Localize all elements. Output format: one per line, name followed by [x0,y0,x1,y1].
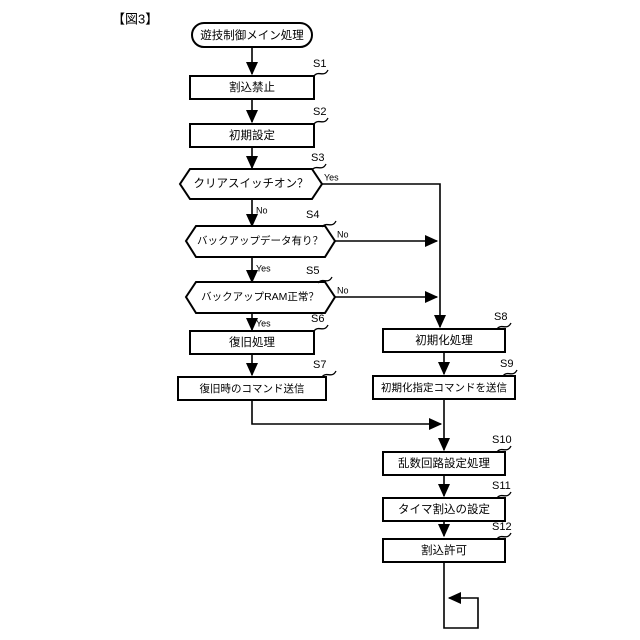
s3-step-label: S3 [311,152,324,164]
start-node-shape [191,22,313,48]
s11-box [382,497,506,522]
node-s3[interactable]: クリアスイッチオン？ [178,168,324,200]
s12-label: 割込許可 [421,543,467,557]
node-s2[interactable]: 初期設定 [189,123,315,148]
node-s9[interactable]: 初期化指定コマンドを送信 [372,375,516,400]
s7-step-label: S7 [313,359,326,371]
s2-step-label: S2 [313,106,326,118]
node-s1[interactable]: 割込禁止 [189,75,315,100]
s8-box [382,328,506,353]
s3-leader-line [311,163,327,171]
s6-box [189,330,315,355]
s11-label: タイマ割込の設定 [398,502,490,516]
s6-label: 復旧処理 [229,335,275,349]
s9-leader-line [502,369,518,377]
node-s6[interactable]: 復旧処理 [189,330,315,355]
s4-yes-label: Yes [256,263,271,273]
s5-label: バックアップRAM正常？ [201,290,319,303]
s4-hexagon [184,225,337,258]
node-start[interactable]: 遊技制御メイン処理 [191,22,313,48]
s8-leader-line [496,322,512,330]
s2-leader-line [313,117,329,125]
node-s5[interactable]: バックアップRAM正常？ [184,281,337,314]
s2-box [189,123,315,148]
s1-step-label: S1 [313,58,326,70]
s9-step-label: S9 [500,358,513,370]
s10-step-label: S10 [492,434,512,446]
s5-yes-label: Yes [256,318,271,328]
s1-label: 割込禁止 [229,80,275,94]
s3-no-label: No [256,205,268,215]
s9-box [372,375,516,400]
node-s8[interactable]: 初期化処理 [382,328,506,353]
s10-leader-line [496,445,512,453]
node-s7[interactable]: 復旧時のコマンド送信 [177,376,327,401]
s10-box [382,451,506,476]
s3-yes-label: Yes [324,172,339,182]
node-s4[interactable]: バックアップデータ有り？ [184,225,337,258]
s4-no-label: No [337,229,349,239]
s5-hexagon [184,281,337,314]
s5-leader-line [317,276,333,284]
s5-no-label: No [337,285,349,295]
figure-title: 【図3】 [112,11,158,26]
s4-leader-line [321,220,337,228]
node-s11[interactable]: タイマ割込の設定 [382,497,506,522]
s4-step-label: S4 [306,209,319,221]
s3-label: クリアスイッチオン？ [194,177,309,190]
s12-step-label: S12 [492,521,512,533]
s7-leader-line [321,370,337,378]
edge-s7-to-spine [251,399,443,430]
s1-box [189,75,315,100]
start-node-label: 遊技制御メイン処理 [200,28,304,42]
s7-box [177,376,327,401]
s9-label: 初期化指定コマンドを送信 [381,381,507,394]
s8-step-label: S8 [494,311,507,323]
edge-s12-to-loop [443,562,479,629]
s12-box [382,538,506,563]
s6-step-label: S6 [311,313,324,325]
node-s10[interactable]: 乱数回路設定処理 [382,451,506,476]
s5-step-label: S5 [306,265,319,277]
s2-label: 初期設定 [229,128,275,142]
s4-label: バックアップデータ有り？ [197,234,323,247]
s11-step-label: S11 [492,480,511,492]
s1-leader-line [313,69,329,77]
s7-label: 復旧時のコマンド送信 [200,382,305,395]
s6-leader-line [313,324,329,332]
s12-leader-line [496,532,512,540]
s10-label: 乱数回路設定処理 [398,456,490,470]
edge-s3-yes-to-s8 [320,183,446,329]
s11-leader-line [496,491,512,499]
node-s12[interactable]: 割込許可 [382,538,506,563]
s8-label: 初期化処理 [415,333,473,347]
